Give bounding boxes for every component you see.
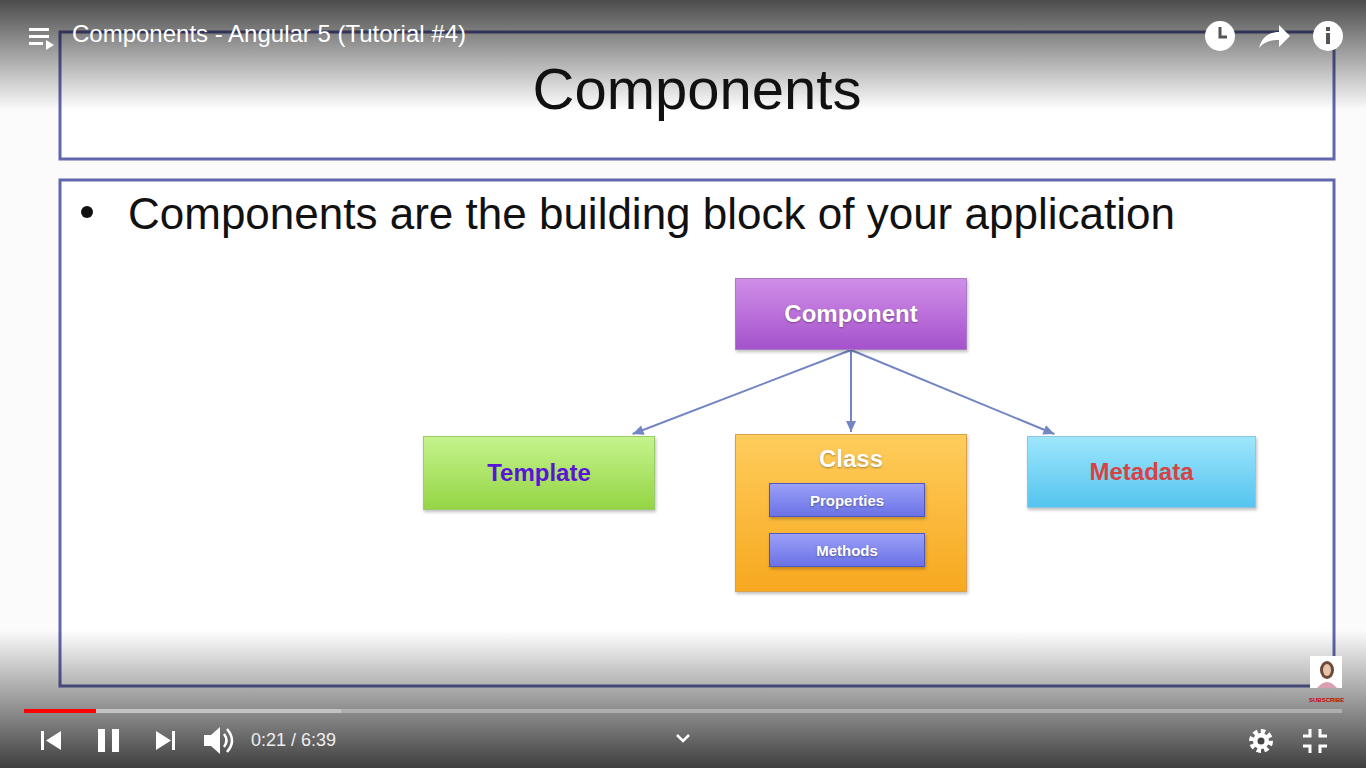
- video-title-wrap: Components - Angular 5 (Tutorial #4): [72, 20, 466, 48]
- subscribe-badge-wrap: SUBSCRIBE: [1309, 688, 1343, 706]
- video-title: Components - Angular 5 (Tutorial #4): [72, 20, 466, 47]
- class-box-text: Class: [819, 445, 883, 473]
- metadata-box-text: Metadata: [1089, 458, 1193, 486]
- template-box: Template: [423, 436, 655, 510]
- connector-arrow: [851, 350, 1054, 434]
- template-box-text: Template: [487, 459, 591, 487]
- class-box: ClassPropertiesMethods: [735, 434, 967, 592]
- arrow-head: [633, 425, 645, 434]
- bullet-text: Components are the building block of you…: [128, 186, 1228, 242]
- slide-title: Components: [533, 56, 862, 121]
- time-display-wrap: 0:21 / 6:39: [251, 730, 336, 751]
- connector-arrow: [633, 350, 851, 435]
- connector-line: [850, 350, 852, 432]
- component-box: Component: [735, 278, 967, 350]
- methods-box-text: Methods: [816, 542, 878, 559]
- methods-box: Methods: [769, 533, 925, 567]
- metadata-box: Metadata: [1027, 436, 1256, 508]
- properties-box-text: Properties: [810, 492, 884, 509]
- properties-box: Properties: [769, 483, 925, 517]
- connector-line: [633, 350, 851, 434]
- component-box-text: Component: [784, 300, 917, 328]
- time-display: 0:21 / 6:39: [251, 730, 336, 750]
- connector-line: [851, 350, 1054, 434]
- connector-arrow: [846, 350, 856, 432]
- bullet-text-wrap: Components are the building block of you…: [128, 186, 1228, 242]
- subscribe-badge: SUBSCRIBE: [1309, 697, 1344, 703]
- arrow-head: [1042, 425, 1054, 434]
- arrow-head: [846, 421, 856, 432]
- slide-title-box: Components: [60, 55, 1334, 122]
